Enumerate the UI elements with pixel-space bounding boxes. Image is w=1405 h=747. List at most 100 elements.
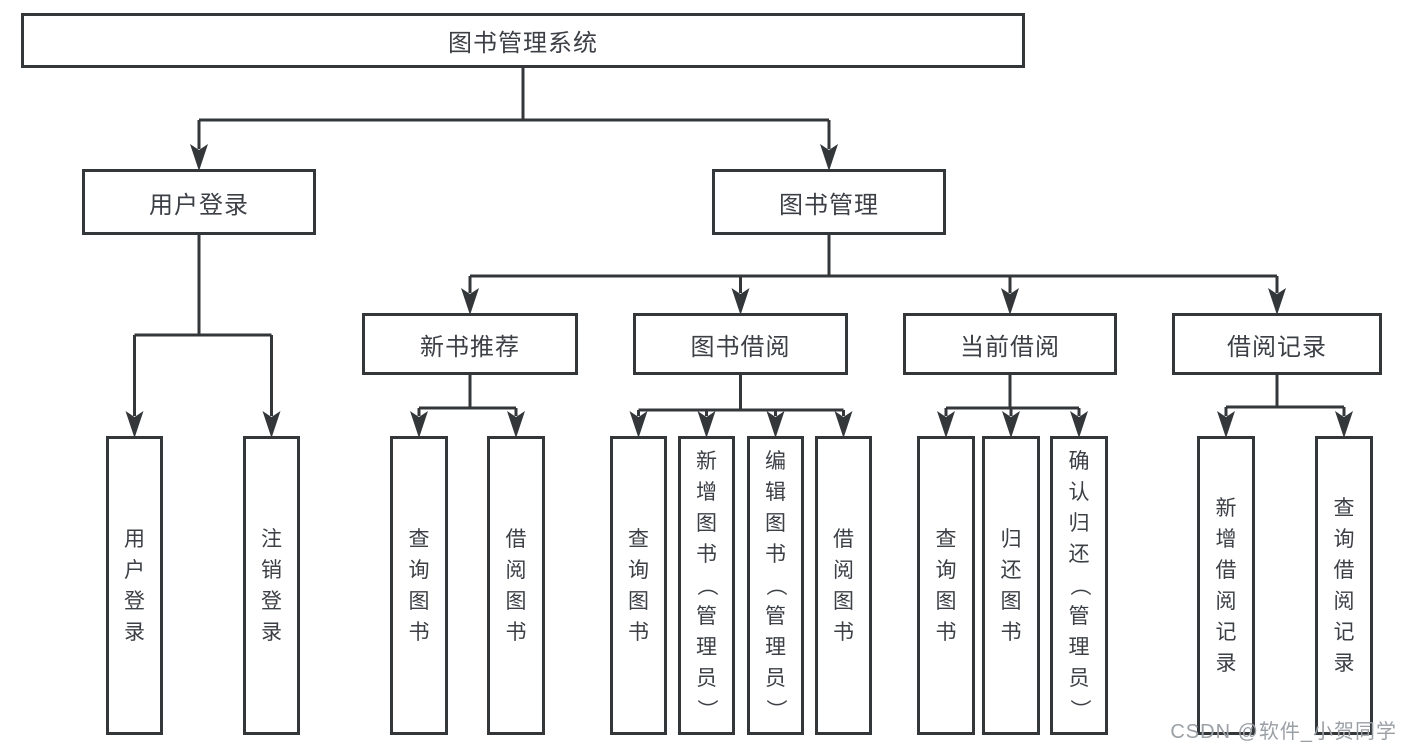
- node-label-char: 销: [261, 558, 282, 582]
- node-label-char: 登: [261, 589, 282, 613]
- node-label-char: 管: [696, 605, 717, 628]
- node-label-char: 增: [696, 481, 717, 504]
- node-label-char: 录: [1333, 651, 1355, 675]
- node-label-char: 书: [935, 620, 957, 644]
- node-label-char: 借: [1333, 558, 1355, 582]
- node-label-char: 编: [765, 450, 786, 473]
- node-label-char: 书: [628, 620, 649, 644]
- node-label-char: 管: [765, 605, 786, 628]
- node-label-char: 阅: [1333, 589, 1355, 613]
- node-label-char: 确: [1068, 450, 1090, 473]
- node-label-char: 员: [696, 667, 717, 690]
- node-label-char: 还: [1000, 558, 1022, 582]
- node-label-char: 查: [408, 527, 430, 551]
- node-book-borrow: 图书借阅: [633, 313, 848, 375]
- node-label: 图书管理: [779, 191, 879, 219]
- node-book-mgmt: 图书管理: [712, 169, 946, 235]
- arrowhead-icon: [1002, 411, 1020, 438]
- node-label-char: 记: [1215, 620, 1237, 644]
- node-label-char: 阅: [505, 558, 527, 582]
- node-label-char: 图: [408, 589, 430, 613]
- node-borrow-records: 借阅记录: [1172, 313, 1382, 375]
- node-label-char: 管: [1068, 605, 1090, 628]
- node-label-char: 理: [765, 636, 786, 659]
- node-label-char: （: [764, 575, 787, 596]
- node-label-char: 注: [261, 527, 282, 551]
- arrowhead-icon: [262, 411, 281, 438]
- node-label-char: 图: [935, 589, 957, 613]
- node-label-char: 户: [124, 558, 145, 582]
- node-leaf-logout: 注销登录: [243, 436, 300, 735]
- node-label-char: ）: [1067, 699, 1091, 720]
- node-label-char: 阅: [1215, 589, 1237, 613]
- node-label-char: 新: [1215, 496, 1237, 520]
- arrowhead-icon: [410, 411, 428, 438]
- node-leaf-cb-return: 归还图书: [982, 436, 1040, 735]
- node-label-char: 理: [696, 636, 717, 659]
- node-label-char: 书: [408, 620, 430, 644]
- node-label-char: 图: [696, 512, 717, 535]
- node-root: 图书管理系统: [21, 13, 1025, 68]
- node-label-char: 书: [765, 543, 786, 566]
- node-label-char: 员: [765, 667, 786, 690]
- node-label: 当前借阅: [960, 333, 1060, 361]
- node-label-char: 记: [1333, 620, 1355, 644]
- node-label-char: 询: [628, 558, 649, 582]
- node-label-char: 理: [1068, 636, 1090, 659]
- node-leaf-br-add: 新增借阅记录: [1197, 436, 1255, 735]
- node-label-char: 登: [124, 589, 145, 613]
- node-label-char: 新: [696, 450, 717, 473]
- node-label-char: 借: [505, 527, 527, 551]
- node-current-borrow: 当前借阅: [903, 313, 1117, 375]
- arrowhead-icon: [731, 288, 750, 315]
- node-label-char: 图: [505, 589, 527, 613]
- node-label-char: 查: [1333, 496, 1355, 520]
- node-label-char: 图: [833, 589, 854, 613]
- arrowhead-icon: [125, 411, 144, 438]
- node-user-login: 用户登录: [82, 169, 316, 235]
- node-label-char: 书: [696, 543, 717, 566]
- node-label-char: 图: [765, 512, 786, 535]
- node-leaf-cb-confirm: 确认归还（管理员）: [1050, 436, 1108, 735]
- watermark: CSDN @软件_小贺同学: [1170, 721, 1397, 743]
- node-leaf-bb-query: 查询图书: [610, 436, 667, 735]
- node-leaf-bb-edit: 编辑图书（管理员）: [747, 436, 804, 735]
- node-label-char: 查: [935, 527, 957, 551]
- node-label-char: 书: [505, 620, 527, 644]
- node-label-char: （: [695, 575, 718, 596]
- arrowhead-icon: [1217, 411, 1235, 438]
- arrowhead-icon: [697, 411, 716, 438]
- node-label-char: 借: [1215, 558, 1237, 582]
- node-label-char: 增: [1215, 527, 1237, 551]
- node-label-char: 录: [1215, 651, 1237, 675]
- node-leaf-nbr-query: 查询图书: [390, 436, 448, 735]
- arrowhead-icon: [1070, 411, 1088, 438]
- arrowhead-icon: [461, 288, 479, 315]
- node-leaf-bb-add: 新增图书（管理员）: [678, 436, 735, 735]
- node-label-char: ）: [764, 699, 787, 720]
- arrowhead-icon: [190, 144, 208, 171]
- node-label: 图书借阅: [690, 333, 791, 361]
- node-label-char: 询: [408, 558, 430, 582]
- node-label: 借阅记录: [1227, 333, 1327, 361]
- node-label-char: 询: [1333, 527, 1355, 551]
- node-new-book-rec: 新书推荐: [362, 313, 578, 375]
- arrowhead-icon: [1001, 288, 1019, 315]
- arrowhead-icon: [1268, 288, 1286, 315]
- node-label-char: 员: [1068, 667, 1090, 690]
- node-label-char: 图: [628, 589, 649, 613]
- node-label-char: （: [1067, 575, 1091, 596]
- node-label-char: 询: [935, 558, 957, 582]
- node-label-char: 还: [1068, 543, 1090, 566]
- arrowhead-icon: [766, 411, 785, 438]
- arrowhead-icon: [834, 411, 853, 438]
- node-label-char: 书: [1000, 620, 1022, 644]
- node-label-char: 用: [124, 527, 145, 551]
- node-leaf-user-login: 用户登录: [106, 436, 163, 735]
- node-label-char: 归: [1068, 512, 1090, 535]
- node-label-char: 借: [833, 527, 854, 551]
- node-leaf-cb-query: 查询图书: [917, 436, 975, 735]
- node-label: 图书管理系统: [448, 30, 598, 57]
- arrowhead-icon: [937, 411, 955, 438]
- node-label-char: 录: [261, 620, 282, 644]
